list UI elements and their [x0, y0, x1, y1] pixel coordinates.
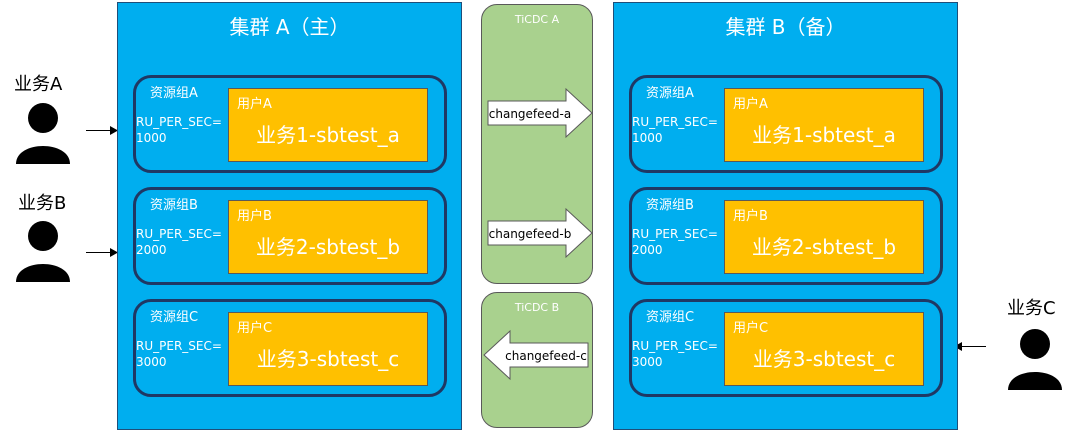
user-name: 用户A — [733, 97, 768, 112]
resource-group-name: 资源组B — [150, 198, 198, 213]
resource-group: 资源组B RU_PER_SEC= 2000 用户B 业务2-sbtest_b — [629, 187, 943, 285]
ru-label: RU_PER_SEC= 3000 — [632, 338, 718, 370]
business-a-label: 业务A — [14, 74, 63, 95]
user-name: 用户C — [237, 321, 273, 336]
ru-key: RU_PER_SEC= — [136, 115, 222, 129]
changefeed-c-arrow: changefeed-c — [483, 329, 589, 381]
ru-key: RU_PER_SEC= — [632, 339, 718, 353]
user-name: 用户B — [237, 209, 272, 224]
ru-value: 2000 — [632, 243, 663, 257]
ru-label: RU_PER_SEC= 2000 — [136, 226, 222, 258]
cluster-a-title: 集群 A（主） — [229, 15, 350, 39]
business-name: 业务2-sbtest_b — [255, 235, 401, 259]
arrow-line — [86, 252, 112, 253]
arrow-line — [960, 346, 986, 347]
arrow-head — [110, 126, 118, 135]
cluster-a: 集群 A（主） 资源组A RU_PER_SEC= 1000 用户A 业务1-sbt… — [117, 2, 462, 430]
changefeed-b-label: changefeed-b — [489, 227, 572, 241]
resource-group: 资源组A RU_PER_SEC= 1000 用户A 业务1-sbtest_a — [629, 75, 943, 173]
user-box: 用户A 业务1-sbtest_a — [228, 88, 428, 162]
ru-value: 3000 — [632, 355, 663, 369]
business-name: 业务3-sbtest_c — [752, 347, 896, 371]
ticdc-b-title: TiCDC B — [514, 301, 560, 314]
business-c-label: 业务C — [1007, 298, 1056, 319]
business-name: 业务2-sbtest_b — [751, 235, 897, 259]
resource-group: 资源组A RU_PER_SEC= 1000 用户A 业务1-sbtest_a — [133, 75, 447, 173]
ru-key: RU_PER_SEC= — [632, 115, 718, 129]
changefeed-a-label: changefeed-a — [489, 107, 571, 121]
ru-key: RU_PER_SEC= — [136, 227, 222, 241]
resource-group-name: 资源组B — [646, 198, 694, 213]
user-box: 用户C 业务3-sbtest_c — [228, 312, 428, 386]
person-icon — [16, 221, 70, 282]
ru-value: 3000 — [136, 355, 167, 369]
ticdc-b: TiCDC B changefeed-c — [481, 292, 593, 428]
user-name: 用户A — [237, 97, 272, 112]
person-icon — [16, 103, 70, 164]
arrow-head — [954, 342, 962, 351]
user-box: 用户B 业务2-sbtest_b — [724, 200, 924, 274]
resource-group: 资源组C RU_PER_SEC= 3000 用户C 业务3-sbtest_c — [133, 299, 447, 397]
resource-group-name: 资源组C — [150, 310, 199, 325]
ru-key: RU_PER_SEC= — [632, 227, 718, 241]
ticdc-a: TiCDC A changefeed-a changefeed-b — [481, 4, 593, 284]
resource-group-name: 资源组C — [646, 310, 695, 325]
changefeed-b-arrow: changefeed-b — [487, 207, 593, 259]
resource-group: 资源组C RU_PER_SEC= 3000 用户C 业务3-sbtest_c — [629, 299, 943, 397]
arrow-head — [110, 248, 118, 257]
user-box: 用户B 业务2-sbtest_b — [228, 200, 428, 274]
user-box: 用户C 业务3-sbtest_c — [724, 312, 924, 386]
ru-label: RU_PER_SEC= 3000 — [136, 338, 222, 370]
person-icon — [1008, 329, 1062, 390]
ru-value: 2000 — [136, 243, 167, 257]
ru-label: RU_PER_SEC= 1000 — [136, 114, 222, 146]
ru-value: 1000 — [136, 131, 167, 145]
resource-group-name: 资源组A — [150, 86, 198, 101]
ru-key: RU_PER_SEC= — [136, 339, 222, 353]
user-name: 用户C — [733, 321, 769, 336]
ticdc-a-title: TiCDC A — [514, 13, 560, 26]
user-name: 用户B — [733, 209, 768, 224]
business-name: 业务3-sbtest_c — [256, 347, 400, 371]
business-b-label: 业务B — [18, 193, 67, 214]
cluster-b-title: 集群 B（备） — [725, 15, 846, 39]
business-name: 业务1-sbtest_a — [256, 123, 400, 147]
ru-label: RU_PER_SEC= 2000 — [632, 226, 718, 258]
arrow-line — [86, 130, 112, 131]
business-name: 业务1-sbtest_a — [752, 123, 896, 147]
changefeed-c-label: changefeed-c — [505, 349, 587, 363]
user-box: 用户A 业务1-sbtest_a — [724, 88, 924, 162]
ru-value: 1000 — [632, 131, 663, 145]
resource-group: 资源组B RU_PER_SEC= 2000 用户B 业务2-sbtest_b — [133, 187, 447, 285]
changefeed-a-arrow: changefeed-a — [487, 87, 593, 139]
ru-label: RU_PER_SEC= 1000 — [632, 114, 718, 146]
resource-group-name: 资源组A — [646, 86, 694, 101]
cluster-b: 集群 B（备） 资源组A RU_PER_SEC= 1000 用户A 业务1-sbt… — [613, 2, 958, 430]
